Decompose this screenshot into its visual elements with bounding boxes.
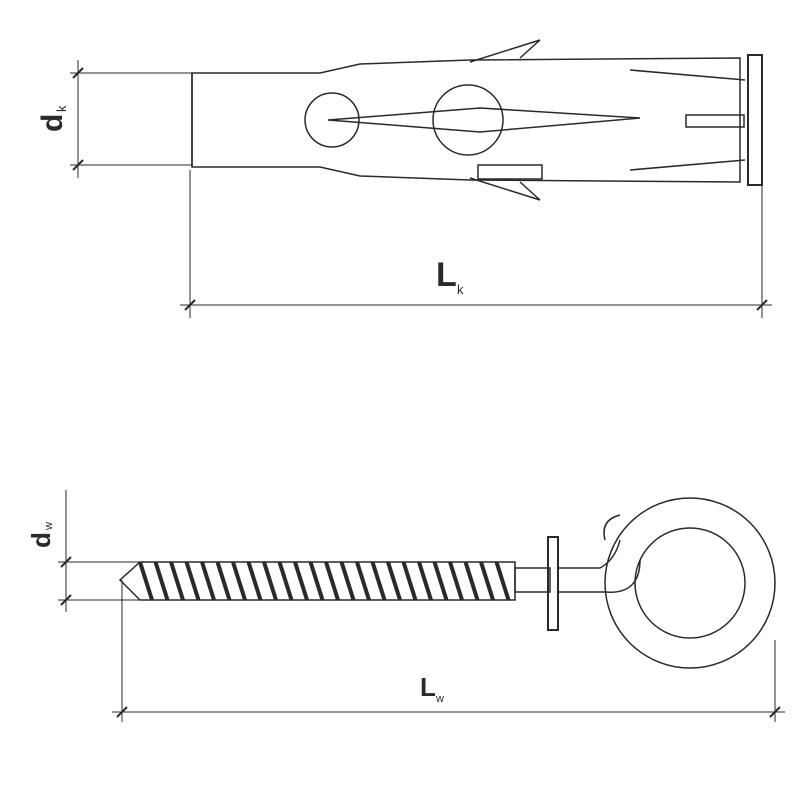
thread-crest [417,561,433,601]
screw-threads [138,561,511,601]
thread-crest [246,561,263,601]
hook-dimensions [58,490,785,722]
thread-crest [339,561,356,601]
thread-crest [308,561,325,601]
plug-length-subscript: k [457,282,464,297]
thread-crest [138,561,154,601]
thread-crest [184,561,201,601]
thread-crest [401,561,418,601]
thread-crest [324,561,340,601]
plug-dimensions [70,60,772,318]
thread-crest [262,561,278,601]
thread-crest [355,561,371,601]
plug-diameter-subscript: k [54,105,69,112]
eye-screw [118,497,776,669]
thread-crest [277,561,294,601]
thread-crest [370,561,387,601]
wall-plug [191,39,763,201]
plug-length-label: L [436,256,457,294]
thread-crest [215,561,232,601]
thread-crest [448,561,464,601]
thread-crest [153,561,170,601]
hook-diameter-subscript: w [43,522,55,531]
plug-diameter-label: d [36,114,69,132]
hook-length-subscript: w [435,693,444,705]
thread-crest [169,561,185,601]
thread-crest [432,561,449,601]
thread-crest [231,561,247,601]
hook-diameter-label: d [26,532,56,548]
hook-length-label: L [420,672,436,702]
thread-crest [494,561,511,601]
thread-crest [293,561,309,601]
thread-crest [200,561,216,601]
thread-crest [463,561,480,601]
thread-crest [386,561,402,601]
thread-crest [479,561,495,601]
